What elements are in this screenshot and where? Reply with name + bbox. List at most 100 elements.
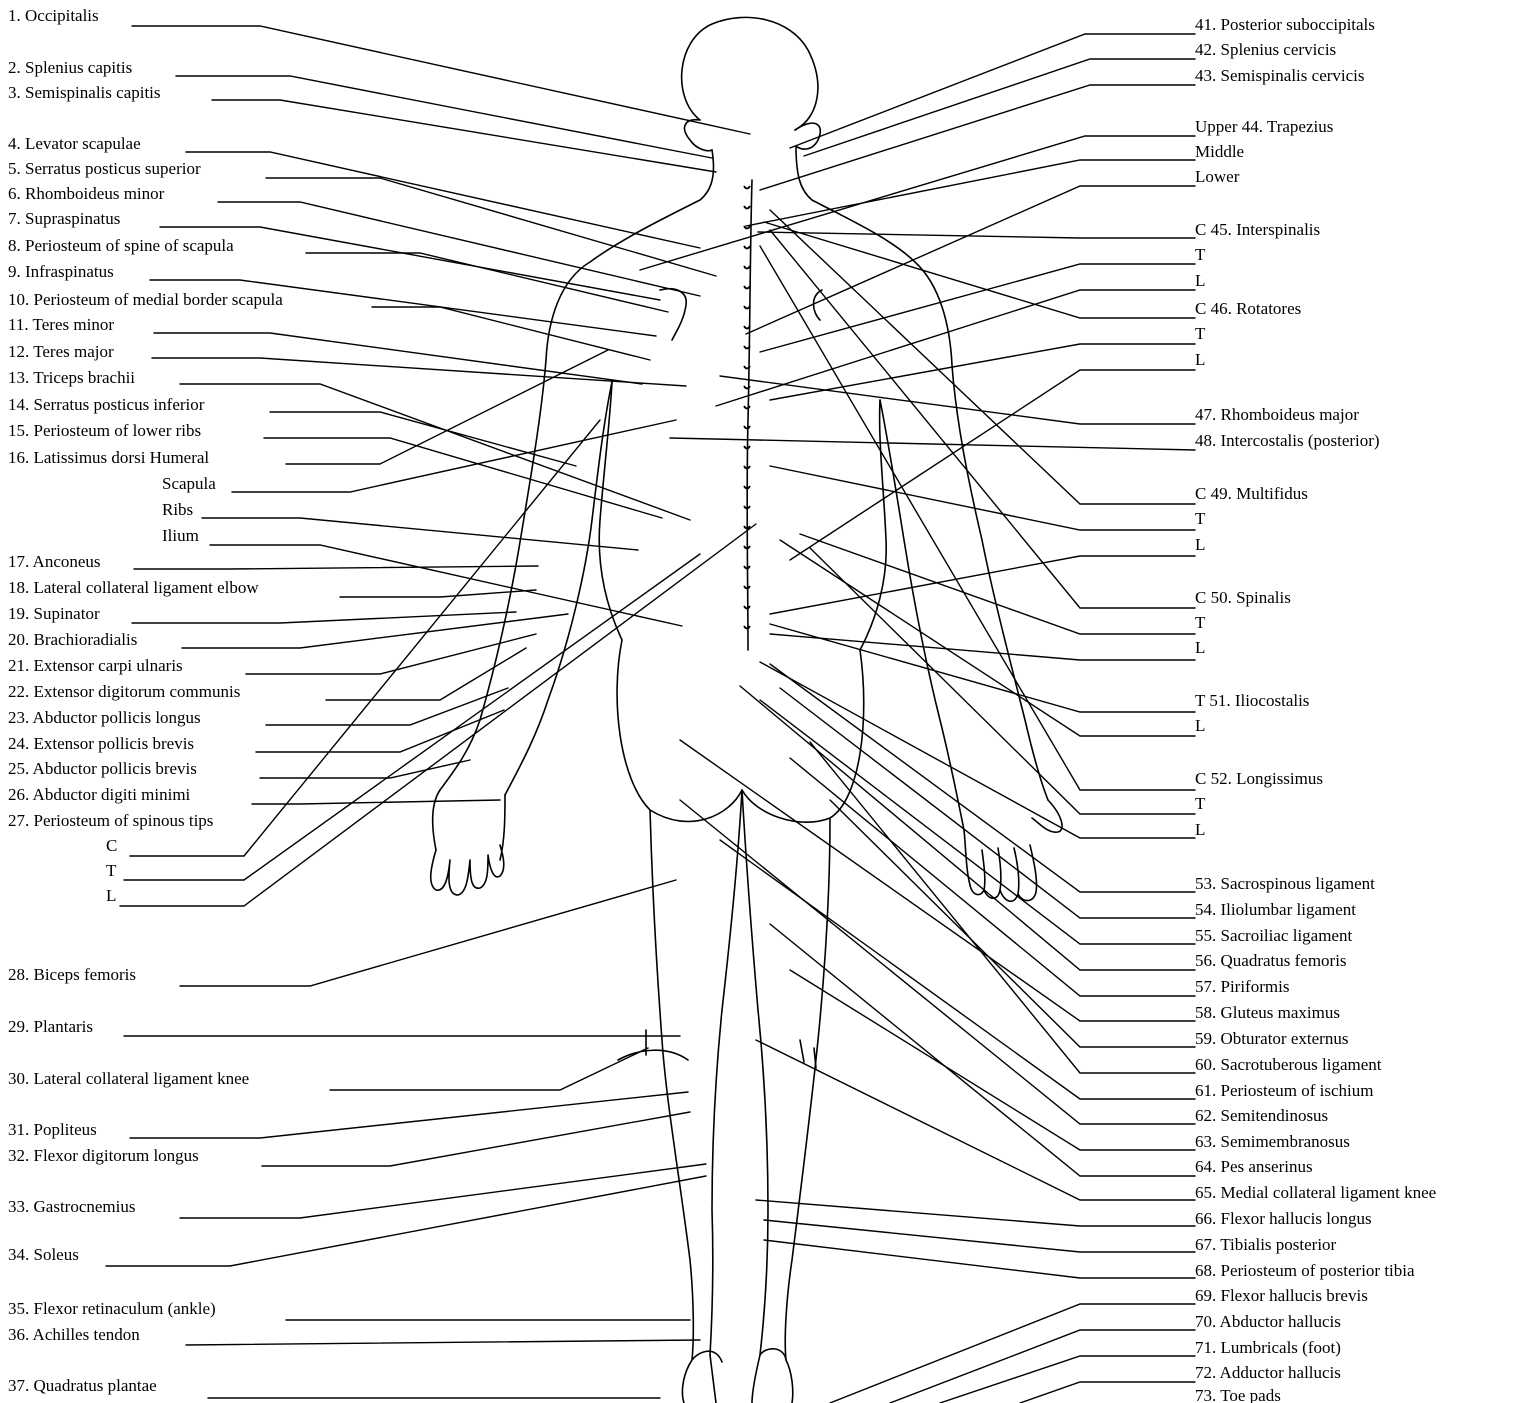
leader-line-left bbox=[286, 350, 608, 464]
label-posterior-suboccipitals: 41. Posterior suboccipitals bbox=[1195, 15, 1375, 35]
spinous-process-tick bbox=[744, 386, 750, 389]
label-trapezius-lower: Lower bbox=[1195, 167, 1239, 187]
leader-line-right bbox=[770, 634, 1195, 660]
label-rhomboideus-minor: 6. Rhomboideus minor bbox=[8, 184, 164, 204]
label-trapezius-middle: Middle bbox=[1195, 142, 1244, 162]
leader-line-right bbox=[760, 264, 1195, 352]
left-arm-outer bbox=[440, 262, 590, 790]
leader-line-right bbox=[680, 800, 1195, 1124]
label-levator-scapulae: 4. Levator scapulae bbox=[8, 134, 141, 154]
leader-line-right bbox=[770, 210, 1195, 504]
spinous-process-tick bbox=[744, 426, 750, 429]
label-periosteum-spine-scapula: 8. Periosteum of spine of scapula bbox=[8, 236, 234, 256]
leader-line-left bbox=[106, 1176, 706, 1266]
leader-line-right bbox=[680, 740, 1195, 1021]
label-anconeus: 17. Anconeus bbox=[8, 552, 101, 572]
label-intercostalis-posterior: 48. Intercostalis (posterior) bbox=[1195, 431, 1380, 451]
label-extensor-digitorum-communis: 22. Extensor digitorum communis bbox=[8, 682, 240, 702]
label-abductor-pollicis-brevis: 25. Abductor pollicis brevis bbox=[8, 759, 197, 779]
label-latissimus-scapula: Scapula bbox=[162, 474, 216, 494]
label-teres-major: 12. Teres major bbox=[8, 342, 114, 362]
label-semimembranosus: 63. Semimembranosus bbox=[1195, 1132, 1350, 1152]
label-serratus-posticus-inferior: 14. Serratus posticus inferior bbox=[8, 395, 204, 415]
leader-line-right bbox=[830, 800, 1195, 1047]
leader-line-right bbox=[890, 1330, 1195, 1403]
leader-line-right bbox=[810, 742, 1195, 1073]
left-arm-inner bbox=[505, 382, 612, 795]
label-periosteum-medial-border-scapula: 10. Periosteum of medial border scapula bbox=[8, 290, 283, 310]
label-periosteum-posterior-tibia: 68. Periosteum of posterior tibia bbox=[1195, 1261, 1415, 1281]
spinous-process-tick bbox=[744, 626, 750, 629]
label-spinalis-l: L bbox=[1195, 638, 1205, 658]
leader-line-right bbox=[830, 1304, 1195, 1403]
leader-line-left bbox=[270, 412, 576, 466]
label-biceps-femoris: 28. Biceps femoris bbox=[8, 965, 136, 985]
torso-left bbox=[599, 382, 622, 640]
label-plantaris: 29. Plantaris bbox=[8, 1017, 93, 1037]
leader-line-right bbox=[770, 230, 1195, 608]
leader-line-right bbox=[770, 556, 1195, 614]
label-flexor-retinaculum-ankle: 35. Flexor retinaculum (ankle) bbox=[8, 1299, 216, 1319]
label-multifidus-c: C 49. Multifidus bbox=[1195, 484, 1308, 504]
label-interspinalis-l: L bbox=[1195, 271, 1205, 291]
leader-line-left bbox=[306, 253, 668, 312]
right-scapula bbox=[814, 290, 823, 320]
label-infraspinatus: 9. Infraspinatus bbox=[8, 262, 114, 282]
spinous-process-tick bbox=[744, 266, 750, 269]
spinous-process-tick bbox=[744, 326, 750, 329]
label-lateral-collateral-ligament-elbow: 18. Lateral collateral ligament elbow bbox=[8, 578, 259, 598]
spinous-process-tick bbox=[744, 346, 750, 349]
label-rotatores-t: T bbox=[1195, 324, 1205, 344]
label-iliolumbar-ligament: 54. Iliolumbar ligament bbox=[1195, 900, 1356, 920]
label-rhomboideus-major: 47. Rhomboideus major bbox=[1195, 405, 1359, 425]
leader-line-right bbox=[756, 1200, 1195, 1226]
label-serratus-posticus-superior: 5. Serratus posticus superior bbox=[8, 159, 201, 179]
leader-line-right bbox=[740, 686, 1195, 970]
label-extensor-pollicis-brevis: 24. Extensor pollicis brevis bbox=[8, 734, 194, 754]
label-spinalis-c: C 50. Spinalis bbox=[1195, 588, 1291, 608]
label-abductor-pollicis-longus: 23. Abductor pollicis longus bbox=[8, 708, 201, 728]
leader-line-right bbox=[804, 59, 1195, 156]
label-latissimus-ribs: Ribs bbox=[162, 500, 193, 520]
label-toe-pads: 73. Toe pads bbox=[1195, 1386, 1281, 1403]
spinous-process-tick bbox=[744, 186, 750, 189]
leader-line-left bbox=[176, 76, 712, 158]
spinous-process-tick bbox=[744, 286, 750, 289]
right-arm-inner bbox=[880, 400, 964, 830]
leader-line-right bbox=[746, 186, 1195, 334]
label-latissimus-ilium: Ilium bbox=[162, 526, 199, 546]
label-spinous-tips-t: T bbox=[106, 861, 116, 881]
leader-line-left bbox=[266, 688, 508, 725]
leader-line-right bbox=[790, 970, 1195, 1150]
label-interspinalis-c: C 45. Interspinalis bbox=[1195, 220, 1320, 240]
label-soleus: 34. Soleus bbox=[8, 1245, 79, 1265]
label-supinator: 19. Supinator bbox=[8, 604, 100, 624]
label-triceps-brachii: 13. Triceps brachii bbox=[8, 368, 135, 388]
label-spinous-tips-c: C bbox=[106, 836, 117, 856]
left-fingers bbox=[431, 845, 504, 895]
spinous-process-tick bbox=[744, 206, 750, 209]
spinous-process-tick bbox=[744, 366, 750, 369]
label-abductor-hallucis: 70. Abductor hallucis bbox=[1195, 1312, 1341, 1332]
leader-line-left bbox=[132, 26, 750, 134]
left-leg-inner bbox=[710, 790, 742, 1355]
leader-line-right bbox=[800, 534, 1195, 634]
label-piriformis: 57. Piriformis bbox=[1195, 977, 1289, 997]
label-occipitalis: 1. Occipitalis bbox=[8, 6, 99, 26]
left-leg-outer bbox=[650, 810, 693, 1360]
label-periosteum-spinous-tips: 27. Periosteum of spinous tips bbox=[8, 811, 213, 831]
spinous-process-tick bbox=[744, 406, 750, 409]
label-achilles-tendon: 36. Achilles tendon bbox=[8, 1325, 140, 1345]
leader-line-right bbox=[770, 466, 1195, 530]
label-flexor-hallucis-longus: 66. Flexor hallucis longus bbox=[1195, 1209, 1372, 1229]
leader-line-left bbox=[340, 590, 536, 597]
label-lateral-collateral-ligament-knee: 30. Lateral collateral ligament knee bbox=[8, 1069, 249, 1089]
right-knee-mark bbox=[800, 1040, 816, 1068]
leader-line-left bbox=[134, 566, 538, 569]
leader-line-left bbox=[262, 1112, 690, 1166]
leader-line-right bbox=[758, 232, 1195, 238]
leader-line-left bbox=[180, 384, 690, 520]
left-knee-mark bbox=[618, 1030, 688, 1060]
label-adductor-hallucis: 72. Adductor hallucis bbox=[1195, 1363, 1341, 1383]
label-pes-anserinus: 64. Pes anserinus bbox=[1195, 1157, 1313, 1177]
